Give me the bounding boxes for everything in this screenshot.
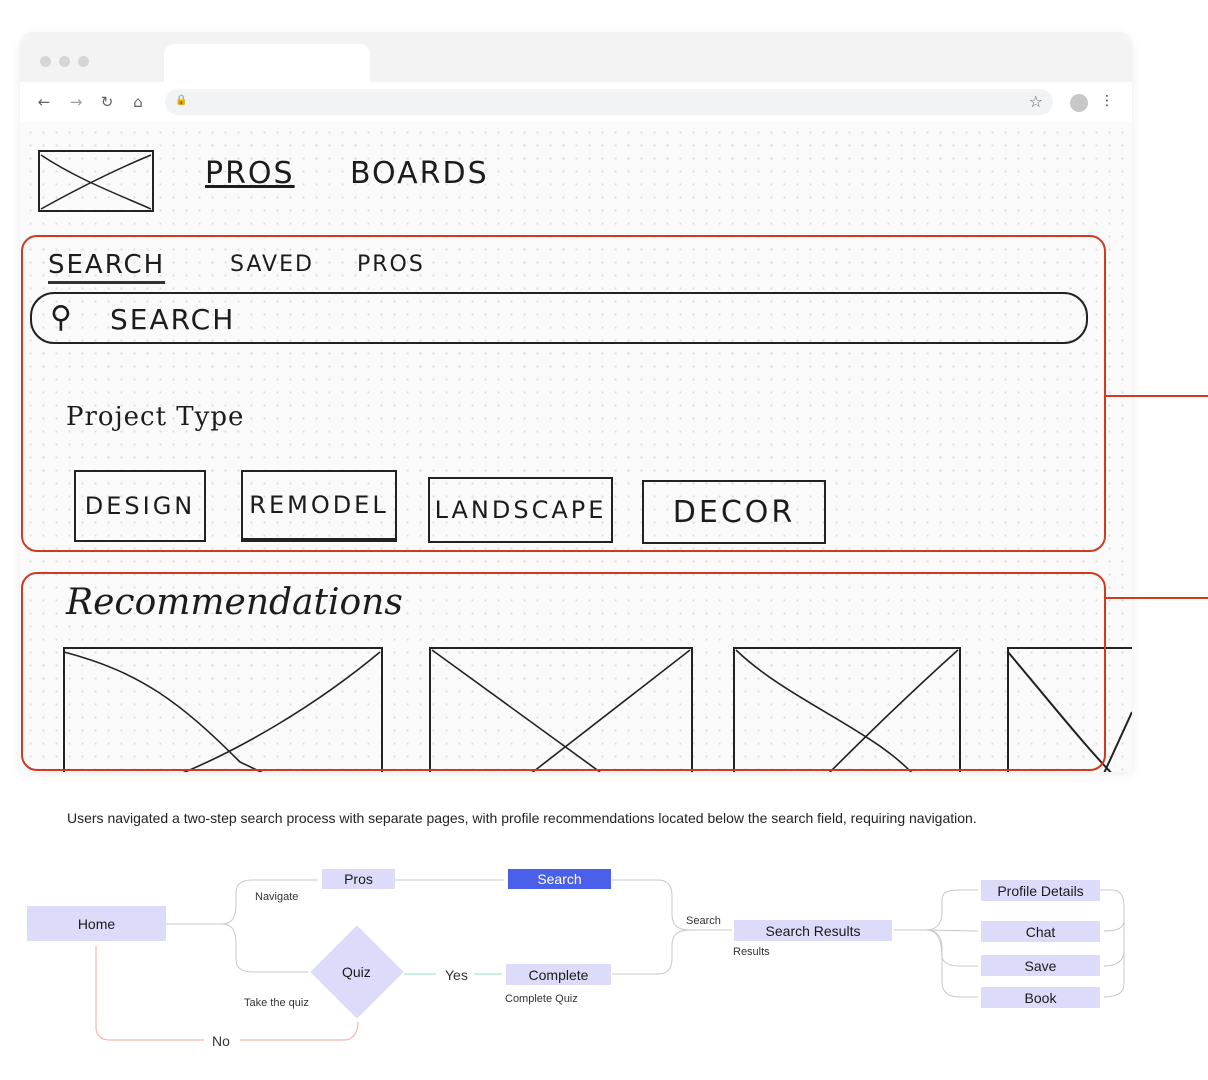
lock-icon: 🔒 — [175, 95, 188, 106]
flow-node-save: Save — [981, 955, 1100, 976]
tab-bar — [20, 32, 1132, 82]
search-icon: ⚲ — [50, 300, 72, 335]
close-dot[interactable] — [40, 56, 51, 67]
flow-label-navigate: Navigate — [255, 891, 299, 903]
avatar[interactable] — [1070, 94, 1088, 112]
chip-landscape[interactable]: LANDSCAPE — [428, 477, 613, 543]
flow-node-profile-details: Profile Details — [981, 880, 1100, 901]
address-bar[interactable]: 🔒 ☆ — [165, 89, 1053, 115]
active-tab[interactable] — [164, 44, 370, 82]
chip-remodel[interactable]: REMODEL — [241, 470, 397, 542]
star-icon[interactable]: ☆ — [1028, 92, 1043, 111]
forward-icon[interactable]: → — [69, 93, 83, 111]
flow-node-book: Book — [981, 987, 1100, 1008]
recommendations-annotation-line — [1106, 597, 1208, 599]
flow-label-no: No — [212, 1033, 230, 1049]
search-annotation-line — [1106, 395, 1208, 397]
flow-label-search: Search — [686, 915, 721, 927]
tab-pros[interactable]: PROS — [357, 252, 425, 277]
minimize-dot[interactable] — [59, 56, 70, 67]
flow-node-chat: Chat — [981, 921, 1100, 942]
chip-design[interactable]: DESIGN — [74, 470, 206, 542]
recommendation-card-4[interactable] — [1007, 647, 1132, 772]
recommendation-card-2[interactable] — [429, 647, 693, 772]
sketch-canvas: PROS BOARDS SEARCH SAVED PROS ⚲ SEARCH P… — [20, 122, 1132, 772]
tab-search[interactable]: SEARCH — [48, 250, 166, 284]
reload-icon[interactable]: ↻ — [100, 93, 114, 111]
tab-saved[interactable]: SAVED — [230, 252, 314, 277]
flow-label-take-quiz: Take the quiz — [244, 997, 309, 1009]
flow-node-quiz: Quiz — [342, 964, 371, 980]
flow-node-pros: Pros — [322, 869, 395, 889]
window-controls — [40, 56, 89, 67]
flow-node-complete: Complete — [506, 964, 611, 985]
browser-toolbar: ← → ↻ ⌂ 🔒 ☆ ⋮ — [20, 82, 1132, 122]
recommendations-title: Recommendations — [66, 582, 403, 623]
search-input[interactable]: ⚲ SEARCH — [30, 292, 1088, 344]
search-section-highlight — [21, 235, 1106, 552]
chip-decor[interactable]: DECOR — [642, 480, 826, 544]
project-type-label: Project Type — [66, 402, 245, 432]
caption: Users navigated a two-step search proces… — [67, 810, 977, 826]
nav-boards[interactable]: BOARDS — [350, 156, 489, 191]
logo-placeholder — [38, 150, 154, 212]
browser-window: ← → ↻ ⌂ 🔒 ☆ ⋮ PROS BOARDS SEARCH SAVED P… — [20, 32, 1132, 772]
flow-node-search-results: Search Results — [734, 920, 892, 941]
search-placeholder: SEARCH — [110, 303, 236, 336]
flow-label-yes: Yes — [445, 967, 468, 983]
nav-pros[interactable]: PROS — [205, 156, 295, 191]
flow-node-home: Home — [27, 906, 166, 941]
maximize-dot[interactable] — [78, 56, 89, 67]
flow-label-complete-quiz: Complete Quiz — [505, 993, 578, 1005]
recommendations-section-highlight — [21, 572, 1106, 771]
flow-node-search: Search — [508, 869, 611, 889]
back-icon[interactable]: ← — [37, 93, 51, 111]
flow-label-results: Results — [733, 946, 770, 958]
home-icon[interactable]: ⌂ — [133, 93, 143, 111]
flow-connectors — [95, 879, 1125, 1041]
kebab-menu-icon[interactable]: ⋮ — [1100, 93, 1114, 109]
